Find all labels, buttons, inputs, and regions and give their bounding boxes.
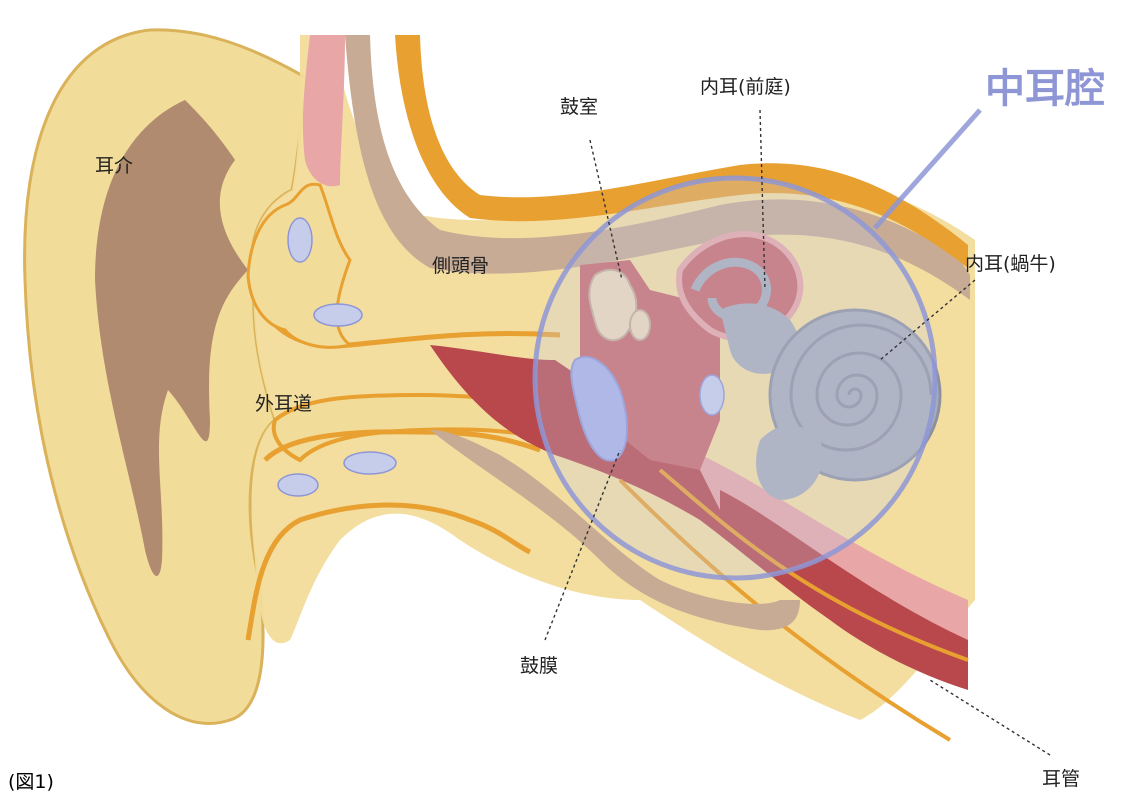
middle-ear-pointer — [875, 110, 980, 228]
figure-caption: (図1) — [8, 771, 54, 793]
bone-cavity-3 — [278, 474, 318, 496]
label-tympanic-cavity: 鼓室 — [560, 96, 598, 118]
label-inner-ear-vestibule: 内耳(前庭) — [700, 76, 791, 98]
label-eardrum: 鼓膜 — [520, 655, 558, 677]
label-external-canal: 外耳道 — [255, 393, 312, 415]
label-auricle: 耳介 — [95, 155, 133, 177]
bone-cavity-2 — [314, 304, 362, 326]
skin-strip-top — [303, 35, 345, 186]
bone-cavity-1 — [288, 218, 312, 262]
middle-ear-circle — [535, 178, 935, 578]
bone-cavity-4 — [344, 452, 396, 474]
label-eustachian-tube: 耳管 — [1042, 768, 1080, 790]
label-temporal-bone: 側頭骨 — [432, 255, 489, 277]
label-inner-ear-cochlea: 内耳(蝸牛) — [965, 253, 1056, 275]
label-middle-ear-cavity: 中耳腔 — [985, 66, 1105, 112]
leader-eustachian-tube — [930, 680, 1050, 755]
